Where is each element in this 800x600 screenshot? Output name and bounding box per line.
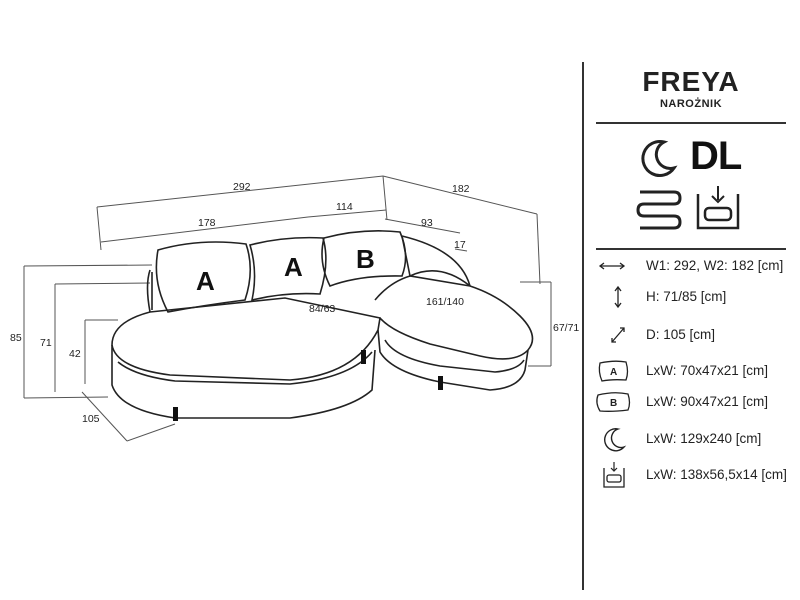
dim-line-178 [100,216,309,243]
dim-label-84-63: 84/63 [309,303,335,315]
main-base-line [117,351,373,385]
dim-label-114: 114 [336,201,353,213]
dim-label-85: 85 [10,332,22,344]
spec-cushion-b: B LxW: 90x47x21 [cm] [582,389,800,415]
ext-line [536,213,541,285]
depth-arrow-icon [611,327,625,343]
dl-label: DL [690,134,742,178]
chaise-base-line [384,339,525,373]
main-base-front [111,345,376,419]
product-name: FREYA [642,66,740,97]
cushion-b-label: B [356,244,375,274]
dim-label-67-71: 67/71 [553,322,579,334]
width-arrow-icon [598,262,626,270]
cushion-b [321,230,407,287]
chaise-side [401,235,471,287]
dim-line-105 [81,391,128,442]
dim-label-71: 71 [40,337,52,349]
sleep-function-moon-icon [641,140,678,177]
cushion-a1 [155,241,252,313]
dim-label-161-140: 161/140 [426,296,464,308]
ext-line [54,282,151,285]
dim-label-182: 182 [452,183,470,195]
cushion-a2 [248,236,327,302]
cushion-a1-label: A [196,266,215,296]
chaise-base [377,329,529,391]
spec-sleep-area-text: LxW: 129x240 [cm] [646,431,762,446]
cushion-a-icon-label: A [610,367,617,378]
main-seat-top [111,297,381,381]
divider [596,122,786,124]
dim-line-93 [384,218,461,234]
spec-cushion-b-text: LxW: 90x47x21 [cm] [646,394,769,409]
divider [596,248,786,250]
spec-height: H: 71/85 [cm] [582,284,800,310]
spec-width-text: W1: 292, W2: 182 [cm] [646,258,784,273]
dim-line-114 [307,209,387,218]
spec-storage-text: LxW: 138x56,5x14 [cm] [646,467,787,482]
spec-sleep-area: LxW: 129x240 [cm] [582,426,800,452]
dim-label-178: 178 [198,217,216,229]
sofa-technical-drawing: 292 182 178 114 93 17 85 71 42 105 84/63… [10,175,579,442]
chaise-top [374,275,534,360]
storage-box-icon [603,462,625,488]
dim-label-93: 93 [421,217,433,229]
ext-line [23,264,153,267]
chaise-back [401,235,471,287]
dim-line-292 [96,175,384,208]
spec-cushion-a: A LxW: 70x47x21 [cm] [582,358,800,384]
storage-container-icon [696,186,740,230]
spring-icon [636,190,682,230]
dim-label-42: 42 [69,348,81,360]
dim-line-17 [454,248,468,252]
ext-line [23,396,109,399]
cushion-a2-label: A [284,252,303,282]
cushion-b-icon: B [596,392,631,412]
spec-cushion-a-text: LxW: 70x47x21 [cm] [646,363,769,378]
leg [361,350,366,364]
ext-line [382,175,388,221]
panel-divider [582,62,584,590]
dim-label-17: 17 [454,239,466,251]
spec-depth-text: D: 105 [cm] [646,327,716,342]
leg [173,407,178,421]
dim-label-292: 292 [233,181,251,193]
ext-line [96,206,102,251]
spec-height-text: H: 71/85 [cm] [646,289,727,304]
cushion-b-icon-label: B [610,398,617,409]
product-type: NAROŻNIK [659,98,723,110]
dim-label-105: 105 [82,413,100,425]
spec-storage: LxW: 138x56,5x14 [cm] [582,462,800,488]
height-arrow-icon [614,285,622,309]
info-panel: FREYA NAROŻNIK DL W1: 292, W2: 182 [cm] … [582,0,800,600]
moon-icon [604,428,627,452]
spec-width: W1: 292, W2: 182 [cm] [582,253,800,279]
spec-depth: D: 105 [cm] [582,322,800,348]
cushion-a-icon: A [598,360,629,382]
leg [438,376,443,390]
dim-line-105-b [126,423,176,442]
dim-line-182 [382,175,538,215]
left-armrest-edge [146,269,151,313]
